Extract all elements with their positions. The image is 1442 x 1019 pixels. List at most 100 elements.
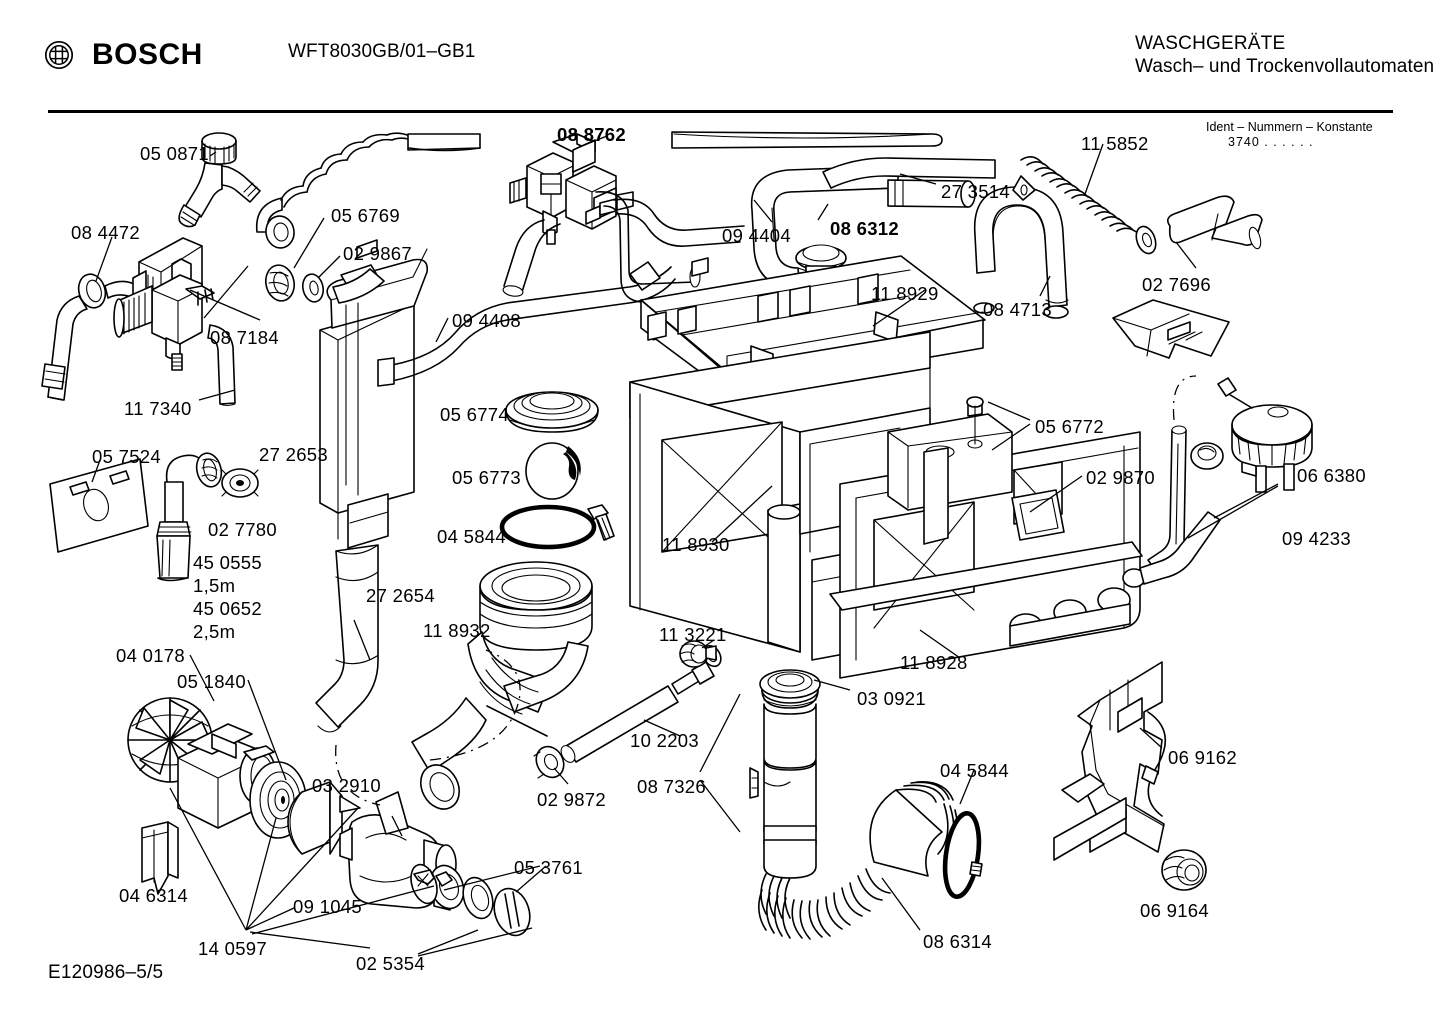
part-056773-clamp-ring	[525, 442, 581, 500]
part-450555-drain-hose	[156, 452, 223, 582]
part-label-040178: 04 0178	[116, 645, 185, 666]
ident-line-2: 3740 . . . . . .	[1228, 135, 1314, 149]
part-label-051840: 05 1840	[177, 671, 246, 692]
part-118932-bellows	[411, 561, 593, 810]
part-label-086312: 08 6312	[830, 218, 899, 239]
part-118930-dispenser-housing	[629, 331, 931, 661]
part-label-050871: 05 0871	[140, 143, 209, 164]
part-label-087326: 08 7326	[637, 776, 706, 797]
part-label-029867: 02 9867	[343, 243, 412, 264]
part-label-086314: 08 6314	[923, 931, 992, 952]
part-272654-sump-hose	[315, 544, 379, 733]
part-label-118930: 11 8930	[662, 534, 730, 555]
part-056769-seal	[265, 264, 295, 302]
part-029867-washer	[301, 273, 325, 303]
part-115852-corrugated-hose	[1020, 156, 1157, 255]
part-corrugated-inlet-hose	[255, 132, 481, 249]
part-label-088762: 08 8762	[557, 124, 626, 145]
part-label-053761: 05 3761	[514, 857, 583, 878]
part-label-094408: 09 4408	[452, 310, 521, 331]
part-label-272653: 27 2653	[259, 444, 328, 465]
part-label-057524: 05 7524	[92, 446, 161, 467]
part-label-450652m: 2,5m	[193, 621, 236, 642]
part-label-117340: 11 7340	[124, 398, 192, 419]
valve-outlet-hoses	[502, 131, 943, 303]
part-label-113221: 11 3221	[659, 624, 727, 645]
part-273514-hose	[822, 157, 996, 208]
part-label-084713: 08 4713	[983, 299, 1052, 320]
part-label-140597: 14 0597	[198, 938, 267, 959]
part-label-272654: 27 2654	[366, 585, 435, 606]
ident-number-note: Ident – Nummern – Konstante 3740 . . . .…	[1206, 120, 1373, 150]
part-label-025354: 02 5354	[356, 953, 425, 974]
part-label-069162: 06 9162	[1168, 747, 1237, 768]
part-045844-o-ring-upper	[499, 504, 615, 550]
part-069162-mount-bracket	[1053, 661, 1167, 861]
part-label-450555m: 1,5m	[193, 575, 236, 596]
part-118928-dispenser-tray	[829, 396, 1146, 679]
part-label-032910: 03 2910	[312, 775, 381, 796]
part-084713-strap	[973, 175, 1069, 319]
part-label-118929: 11 8929	[871, 283, 939, 304]
part-045844-o-ring-lower	[942, 811, 983, 899]
part-label-056769: 05 6769	[331, 205, 400, 226]
part-117340-small-hose	[207, 324, 236, 407]
part-label-066380: 06 6380	[1297, 465, 1366, 486]
category-subtitle: Wasch– und Trockenvollautomaten	[1135, 56, 1435, 77]
part-label-084472: 08 4472	[71, 222, 140, 243]
part-094233-pressure-hose	[1139, 375, 1224, 585]
brand-wordmark: BOSCH	[92, 38, 203, 71]
part-030921-seal	[759, 669, 821, 699]
part-label-102203: 10 2203	[630, 730, 699, 751]
part-label-069164: 06 9164	[1140, 900, 1209, 921]
part-label-115852: 11 5852	[1081, 133, 1149, 154]
part-056774-seal-ring	[505, 391, 599, 433]
part-label-273514: 27 3514	[941, 181, 1010, 202]
part-label-056773: 05 6773	[452, 467, 521, 488]
part-label-030921: 03 0921	[857, 688, 926, 709]
part-069164-grommet	[1161, 849, 1207, 891]
part-087184-solenoid-valve	[113, 274, 215, 371]
part-094404-086312-sump-hose	[750, 165, 899, 291]
part-label-045844b: 04 5844	[940, 760, 1009, 781]
part-label-094404: 09 4404	[722, 225, 791, 246]
part-label-450652: 45 0652	[193, 598, 262, 619]
part-label-029870: 02 9870	[1086, 467, 1155, 488]
part-label-045844a: 04 5844	[437, 526, 506, 547]
part-label-046314: 04 6314	[119, 885, 188, 906]
part-046314-clip	[141, 821, 179, 895]
part-027696-connector	[1166, 195, 1263, 250]
part-032910-pump-cover	[287, 781, 361, 855]
part-053761-seals	[429, 864, 531, 937]
leader-lines	[91, 135, 1279, 957]
part-label-118932: 11 8932	[423, 620, 491, 641]
document-id: E120986–5/5	[48, 962, 164, 983]
part-272653-water-tank	[319, 239, 429, 549]
part-label-094233: 09 4233	[1282, 528, 1351, 549]
part-025354-impeller-seal	[410, 863, 438, 905]
part-label-450555: 45 0555	[193, 552, 262, 573]
bracket-right-upper	[1112, 299, 1230, 359]
header-divider	[48, 110, 1393, 113]
part-label-029872: 02 9872	[537, 789, 606, 810]
part-087326-drain-pipe	[749, 676, 819, 853]
category-title: WASCHGERÄTE	[1135, 33, 1286, 54]
part-label-056772: 05 6772	[1035, 416, 1104, 437]
page-header: BOSCH WFT8030GB/01–GB1 WASCHGERÄTE Wasch…	[0, 0, 1442, 113]
part-057524-cover-plate	[49, 458, 149, 553]
part-label-056774: 05 6774	[440, 404, 509, 425]
part-050871-tap-coupling	[178, 132, 261, 228]
part-113221-clip	[679, 640, 717, 668]
part-086314-drain-hose	[758, 781, 959, 940]
model-number: WFT8030GB/01–GB1	[288, 41, 476, 62]
part-label-027696: 02 7696	[1142, 274, 1211, 295]
part-label-087184: 08 7184	[210, 327, 279, 348]
bosch-logo-icon	[44, 40, 74, 70]
part-027780-cap	[221, 468, 259, 498]
ident-line-1: Ident – Nummern – Konstante	[1206, 120, 1373, 134]
part-label-091045: 09 1045	[293, 896, 362, 917]
part-label-027780: 02 7780	[208, 519, 277, 540]
part-label-118928: 11 8928	[900, 652, 968, 673]
